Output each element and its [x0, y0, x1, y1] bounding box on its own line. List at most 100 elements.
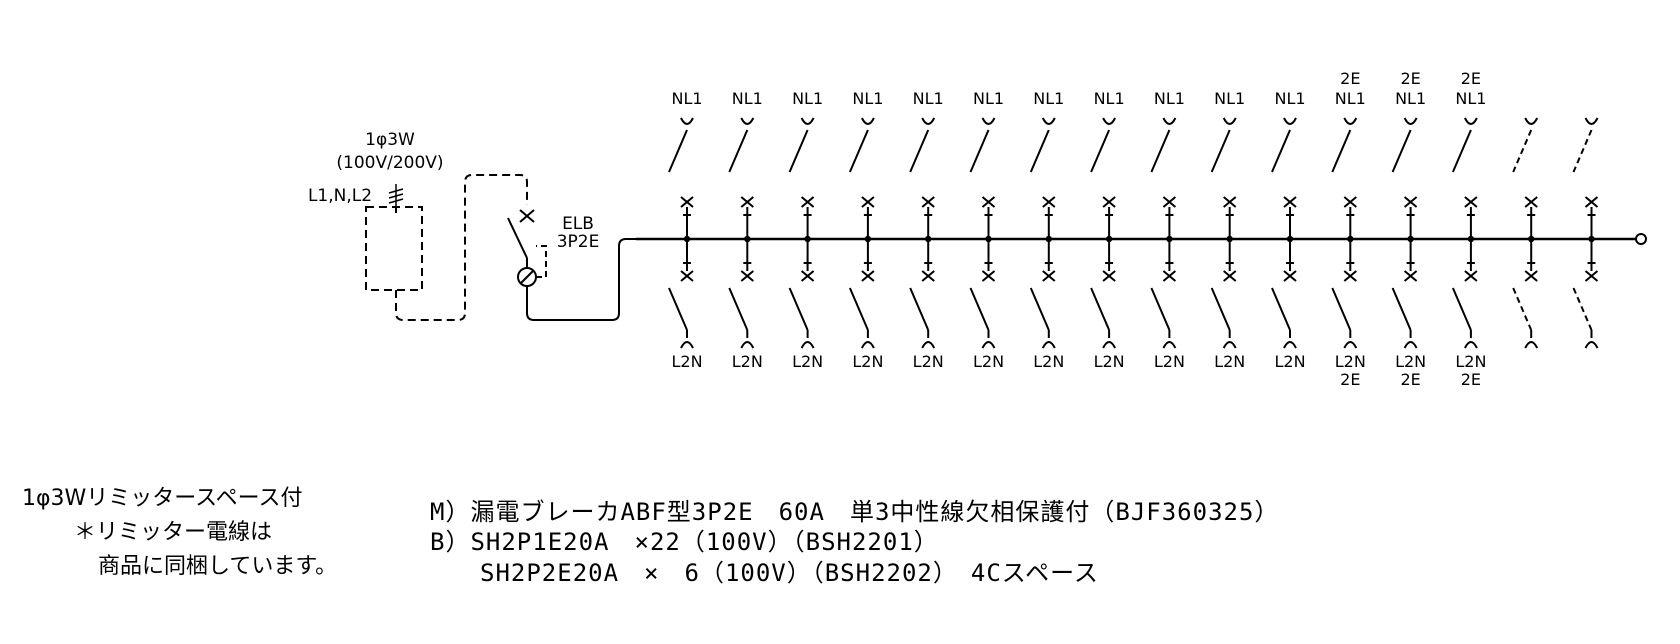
branch-breaker	[1512, 117, 1539, 349]
bus-junction-dot	[1105, 235, 1113, 243]
terminal-cup-top	[800, 117, 815, 125]
bus-junction-dot	[1347, 235, 1354, 243]
terminal-cup-top	[921, 117, 936, 125]
terminal-cup-bottom	[1524, 341, 1539, 349]
terminal-cup-top	[861, 117, 875, 125]
branch-top-label: NL1	[913, 89, 944, 108]
supply-block: 1φ3W (100V/200V) L1,N,L2	[308, 130, 528, 321]
branch-top-label: NL1	[1094, 89, 1125, 108]
branch-top-label: NL1	[1395, 89, 1426, 108]
supply-to-elb-wire	[395, 174, 528, 321]
branch-bottom-label: L2N	[913, 352, 944, 371]
branch-bottom-label: L2N	[1455, 352, 1486, 371]
bus-junction-dot	[925, 235, 932, 243]
bus-junction-dot	[985, 235, 992, 243]
spec-line-1: M）漏電ブレーカABF型3P2E 60A 単3中性線欠相保護付（BJF36032…	[430, 498, 1280, 526]
terminal-cup-top	[740, 117, 755, 125]
bus-junction-dot	[1286, 235, 1294, 243]
three-wire-mark	[388, 184, 404, 207]
terminal-cup-bottom	[800, 341, 815, 349]
terminal-cup-top	[1403, 117, 1418, 125]
terminal-cup-top	[981, 117, 996, 125]
branch-top-label: NL1	[1033, 89, 1064, 108]
bus-junction-dot	[1528, 235, 1535, 243]
terminal-cup-top	[1283, 117, 1297, 125]
terminal-cup-bottom	[861, 341, 875, 349]
branch-top-label: NL1	[1274, 89, 1305, 108]
terminal-cup-bottom	[1041, 341, 1056, 349]
terminal-cup-top	[1041, 117, 1056, 125]
branch-bottom-label: L2N	[1154, 352, 1185, 371]
terminal-cup-bottom	[1403, 341, 1418, 349]
terminal-cup-top	[680, 117, 694, 125]
branch-bottom-earth-label: 2E	[1461, 370, 1481, 389]
bus-junction-dot	[1467, 235, 1475, 243]
bus-junction-dot	[683, 235, 691, 243]
branch-bottom-label: L2N	[732, 352, 763, 371]
terminal-cup-bottom	[1102, 341, 1116, 349]
branch-bottom-label: L2N	[1033, 352, 1064, 371]
branch-top-label: NL1	[732, 89, 763, 108]
branch-top-earth-label: 2E	[1461, 69, 1481, 88]
branch-top-label: NL1	[1154, 89, 1185, 108]
branch-bottom-label: L2N	[1214, 352, 1245, 371]
terminal-cup-bottom	[1162, 341, 1177, 349]
note-line-2: ＊リミッター電線は	[74, 520, 273, 545]
branch-bottom-earth-label: 2E	[1340, 370, 1360, 389]
bus-junction-dot	[1166, 235, 1173, 243]
note-line-3: 商品に同梱しています。	[98, 554, 338, 579]
terminal-cup-top	[1162, 117, 1177, 125]
bus-junction-dot	[1045, 235, 1053, 243]
branch-bottom-label: L2N	[1395, 352, 1426, 371]
branch-bottom-earth-label: 2E	[1400, 370, 1420, 389]
terminal-cup-bottom	[1343, 341, 1358, 349]
branch-top-label: NL1	[1335, 89, 1366, 108]
terminal-cup-bottom	[981, 341, 996, 349]
terminal-cup-bottom	[921, 341, 936, 349]
branch-top-label: NL1	[973, 89, 1004, 108]
elb-test-loop	[536, 245, 547, 278]
terminal-cup-bottom	[1222, 341, 1237, 349]
branch-breaker	[1572, 117, 1599, 349]
terminal-cup-top	[1222, 117, 1237, 125]
branch-bottom-label: L2N	[1274, 352, 1305, 371]
spec-line-3: SH2P2E20A × 6（100V）（BSH2202） 4Cスペース	[430, 559, 1099, 587]
branch-top-label: NL1	[1455, 89, 1486, 108]
branch-top-label: NL1	[792, 89, 823, 108]
terminal-cup-top	[1524, 117, 1539, 125]
terminal-cup-bottom	[680, 341, 694, 349]
spec-line-2: B）SH2P1E20A ×22（100V）（BSH2201）	[430, 528, 939, 556]
note-line-1: 1φ3Wリミッタースペース付	[22, 486, 303, 511]
bus-junction-dot	[1588, 235, 1595, 243]
terminal-cup-bottom	[740, 341, 755, 349]
terminal-cup-bottom	[1464, 341, 1478, 349]
branch-bottom-label: L2N	[1335, 352, 1366, 371]
terminal-cup-bottom	[1283, 341, 1297, 349]
bus-junction-dot	[1407, 235, 1414, 243]
terminal-cup-top	[1464, 117, 1478, 125]
bus-junction-dot	[744, 235, 751, 243]
branch-top-label: NL1	[852, 89, 883, 108]
terminal-cup-top	[1343, 117, 1358, 125]
bus-junction-dot	[864, 235, 872, 243]
elb-label-1: ELB	[562, 214, 594, 234]
limiter-space-box	[365, 206, 423, 291]
branch-bottom-label: L2N	[671, 352, 702, 371]
branch-top-earth-label: 2E	[1340, 69, 1360, 88]
terminal-cup-bottom	[1584, 341, 1599, 349]
supply-phase-label: 1φ3W	[365, 130, 415, 150]
branch-bottom-label: L2N	[792, 352, 823, 371]
terminal-cup-top	[1584, 117, 1599, 125]
supply-lines-label: L1,N,L2	[308, 186, 372, 206]
